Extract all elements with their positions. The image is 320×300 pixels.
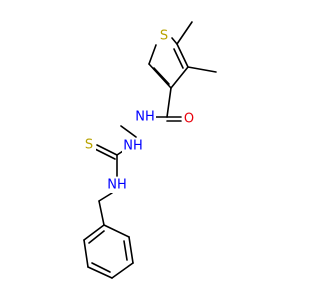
bond-ph-6-inner bbox=[88, 230, 105, 244]
molecule-structure-diagram: S O NH NH S NH bbox=[82, 21, 217, 279]
bond-ph-3 bbox=[111, 262, 134, 279]
atom-o-carbonyl: O bbox=[182, 111, 196, 127]
bond-c4-c5 bbox=[176, 43, 189, 68]
atom-nh-benzyl: NH bbox=[106, 177, 128, 193]
bond-c3-c4 bbox=[170, 66, 189, 89]
oxygen-carbonyl-label: O bbox=[184, 112, 194, 127]
bond-nh-ch2 bbox=[98, 192, 113, 202]
nitrogen-nh2-label: NH bbox=[123, 139, 143, 154]
atom-nh-2: NH bbox=[122, 138, 144, 154]
bond-c-s-1 bbox=[96, 144, 118, 156]
bonds bbox=[83, 21, 217, 279]
sulfur-ring-label: S bbox=[160, 29, 168, 44]
atom-s-thio: S bbox=[82, 137, 96, 153]
bond-ph-4-inner bbox=[91, 262, 111, 273]
bond-ch2-ring bbox=[98, 200, 105, 226]
bond-c4-methyl bbox=[187, 66, 217, 73]
atom-s-ring: S bbox=[157, 28, 171, 44]
nitrogen-nh1-label: NH bbox=[135, 110, 155, 125]
bond-ph-2-inner bbox=[123, 240, 128, 261]
atom-nh-1: NH bbox=[134, 109, 156, 125]
bond-n-n bbox=[120, 125, 137, 138]
bond-c-s-2 bbox=[94, 148, 116, 160]
sulfur-thio-label: S bbox=[85, 138, 93, 153]
bond-ph-5 bbox=[83, 239, 89, 268]
bond-c5-methyl bbox=[176, 21, 193, 45]
nitrogen-benzyl-label: NH bbox=[107, 178, 127, 193]
bond-c4-c5-inner bbox=[173, 48, 184, 69]
bond-c5-s bbox=[171, 37, 178, 45]
atom-labels: S O NH NH S NH bbox=[82, 28, 196, 193]
bond-ph-1 bbox=[103, 224, 130, 238]
bond-ph-6 bbox=[83, 224, 105, 241]
bond-ph-4 bbox=[87, 266, 113, 279]
bond-c2-c3-inner bbox=[153, 67, 170, 85]
bond-c3-carbonyl bbox=[166, 87, 172, 118]
bond-s-c2 bbox=[148, 44, 157, 65]
bond-ph-2 bbox=[128, 236, 134, 264]
bond-c2-c3 bbox=[148, 63, 172, 89]
